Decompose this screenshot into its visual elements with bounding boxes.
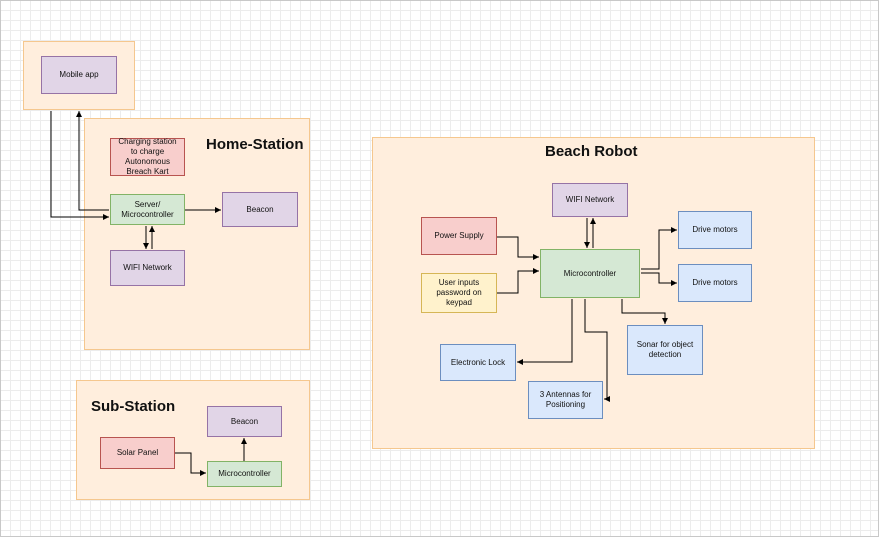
mobile-app-node[interactable]: Mobile app xyxy=(41,56,117,94)
home-station-title: Home-Station xyxy=(206,136,304,153)
sub-station-title: Sub-Station xyxy=(91,398,176,415)
beach-robot-title: Beach Robot xyxy=(545,143,638,160)
robot-microcontroller-node[interactable]: Microcontroller xyxy=(540,249,640,298)
sub-microcontroller-node[interactable]: Microcontroller xyxy=(207,461,282,487)
home-server-node[interactable]: Server/ Microcontroller xyxy=(110,194,185,225)
power-supply-node[interactable]: Power Supply xyxy=(421,217,497,255)
robot-wifi-node[interactable]: WIFI Network xyxy=(552,183,628,217)
drive-motors-node-1[interactable]: Drive motors xyxy=(678,211,752,249)
solar-panel-node[interactable]: Solar Panel xyxy=(100,437,175,469)
charging-station-node[interactable]: Charging station to charge Autonomous Br… xyxy=(110,137,185,176)
sonar-node[interactable]: Sonar for object detection xyxy=(627,325,703,375)
electronic-lock-node[interactable]: Electronic Lock xyxy=(440,344,516,381)
home-wifi-node[interactable]: WIFI Network xyxy=(110,250,185,286)
home-beacon-node[interactable]: Beacon xyxy=(222,192,298,227)
sub-beacon-node[interactable]: Beacon xyxy=(207,406,282,437)
keypad-node[interactable]: User inputs password on keypad xyxy=(421,273,497,313)
antennas-node[interactable]: 3 Antennas for Positioning xyxy=(528,381,603,419)
drive-motors-node-2[interactable]: Drive motors xyxy=(678,264,752,302)
